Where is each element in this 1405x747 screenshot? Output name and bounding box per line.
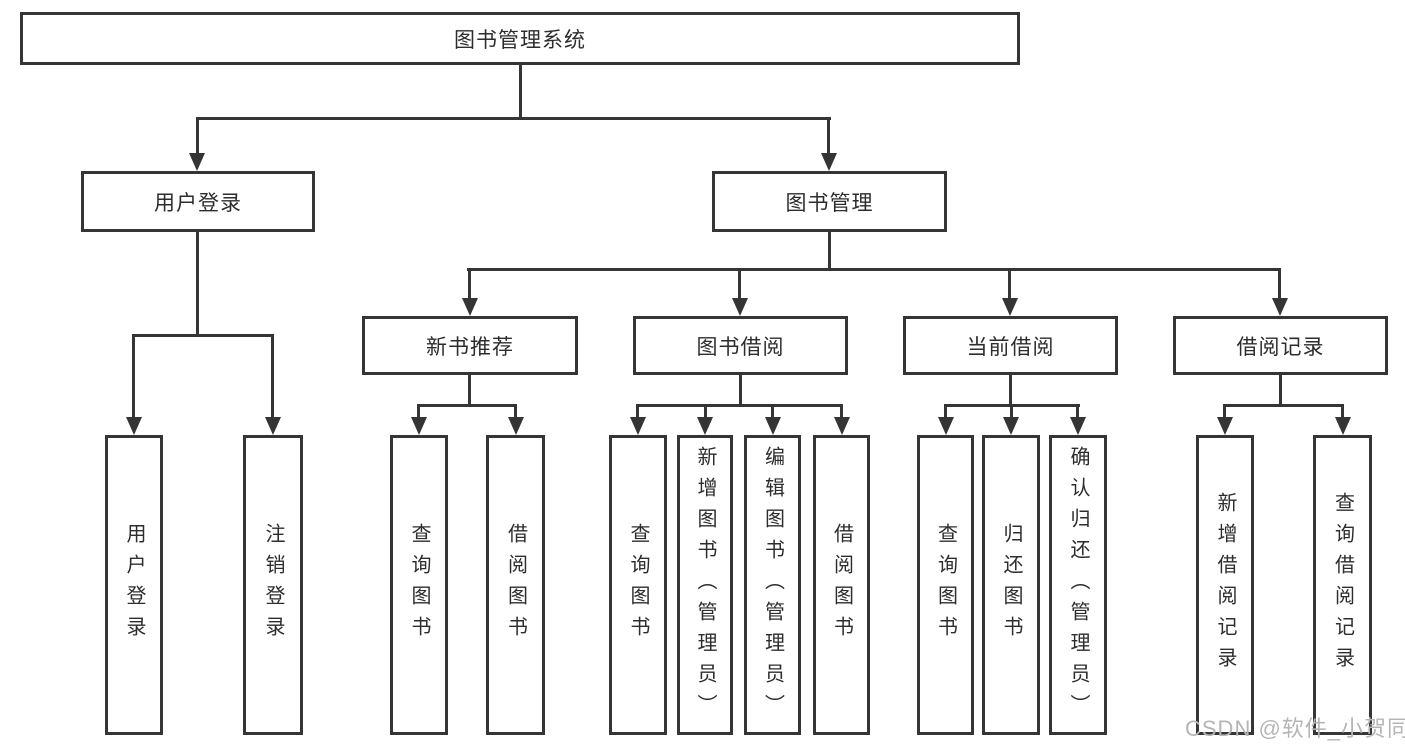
connector-group3-drop1: [944, 404, 947, 419]
arrowhead-current-borrowing: [1002, 298, 1018, 316]
arrowhead-book-management: [821, 153, 837, 171]
arrowhead-group3-leaf3: [1070, 417, 1086, 435]
connector-group2-stem: [739, 375, 742, 406]
arrowhead-group1-leaf2: [508, 417, 524, 435]
arrowhead-group2-leaf4: [834, 417, 850, 435]
connector-group1-drop1: [417, 404, 420, 419]
csdn-watermark: CSDN @软件_小贺同学: [1185, 716, 1405, 741]
connector-user-login-stem: [196, 232, 199, 337]
connector-drop-current-borrowing: [1008, 268, 1011, 300]
connector-group1-drop2: [514, 404, 517, 419]
node-add-borrow-record: 新增借阅记录: [1196, 435, 1254, 735]
node-return-books: 归还图书: [982, 435, 1040, 735]
connector-drop-login-leaf: [132, 334, 135, 417]
connector-group3-drop2: [1010, 404, 1013, 419]
connector-book-management-distributor: [467, 268, 1281, 271]
connector-group4-distributor: [1223, 404, 1344, 407]
connector-group4-drop1: [1223, 404, 1226, 419]
node-user-login: 用户登录: [81, 171, 315, 232]
connector-drop-user-login: [196, 117, 199, 155]
connector-drop-book-management: [827, 117, 830, 155]
node-library-management-system: 图书管理系统: [20, 12, 1020, 65]
node-current-borrowing: 当前借阅: [903, 316, 1118, 375]
arrowhead-group4-leaf1: [1217, 417, 1233, 435]
arrowhead-group2-leaf1: [630, 417, 646, 435]
connector-user-login-distributor: [132, 334, 274, 337]
node-add-books-admin: 新增图书（管理员）: [677, 435, 733, 735]
connector-group4-drop2: [1341, 404, 1344, 419]
node-user-login-action: 用户登录: [105, 435, 163, 735]
connector-drop-logout-leaf: [271, 334, 274, 417]
connector-group1-stem: [468, 375, 471, 406]
arrowhead-group4-leaf2: [1335, 417, 1351, 435]
connector-group1-distributor: [417, 404, 517, 407]
node-borrow-books-borrowing: 借阅图书: [813, 435, 870, 735]
node-book-borrowing: 图书借阅: [633, 316, 848, 375]
node-query-books-borrowing: 查询图书: [609, 435, 667, 735]
node-query-books-current: 查询图书: [917, 435, 974, 735]
connector-group2-drop2: [704, 404, 707, 419]
arrowhead-group2-leaf3: [765, 417, 781, 435]
node-book-management: 图书管理: [712, 171, 947, 232]
arrowhead-user-login: [189, 153, 205, 171]
arrowhead-group1-leaf1: [411, 417, 427, 435]
connector-group2-drop1: [636, 404, 639, 419]
node-borrow-books-recommend: 借阅图书: [486, 435, 545, 735]
node-query-books-recommend: 查询图书: [390, 435, 448, 735]
connector-group2-distributor: [636, 404, 843, 407]
arrowhead-group2-leaf2: [697, 417, 713, 435]
connector-group3-stem: [1009, 375, 1012, 406]
arrowhead-login-leaf: [126, 417, 142, 435]
node-logout: 注销登录: [243, 435, 303, 735]
node-confirm-return-admin: 确认归还（管理员）: [1049, 435, 1107, 735]
node-query-borrow-record: 查询借阅记录: [1313, 435, 1372, 735]
connector-group2-drop3: [771, 404, 774, 419]
connector-drop-new-book-recommend: [468, 268, 471, 300]
connector-group2-drop4: [840, 404, 843, 419]
connector-drop-book-borrowing: [738, 268, 741, 300]
node-edit-books-admin: 编辑图书（管理员）: [744, 435, 801, 735]
arrowhead-borrow-records: [1272, 298, 1288, 316]
arrowhead-group3-leaf1: [938, 417, 954, 435]
arrowhead-logout-leaf: [265, 417, 281, 435]
connector-group4-stem: [1279, 375, 1282, 406]
connector-root-distributor: [196, 117, 831, 120]
arrowhead-new-book-recommend: [462, 298, 478, 316]
connector-book-management-stem: [828, 232, 831, 271]
connector-root-stem: [519, 65, 522, 119]
connector-group3-drop3: [1076, 404, 1079, 419]
node-new-book-recommend: 新书推荐: [362, 316, 578, 375]
connector-drop-borrow-records: [1278, 268, 1281, 300]
arrowhead-group3-leaf2: [1003, 417, 1019, 435]
arrowhead-book-borrowing: [732, 298, 748, 316]
node-borrow-records: 借阅记录: [1173, 316, 1388, 375]
